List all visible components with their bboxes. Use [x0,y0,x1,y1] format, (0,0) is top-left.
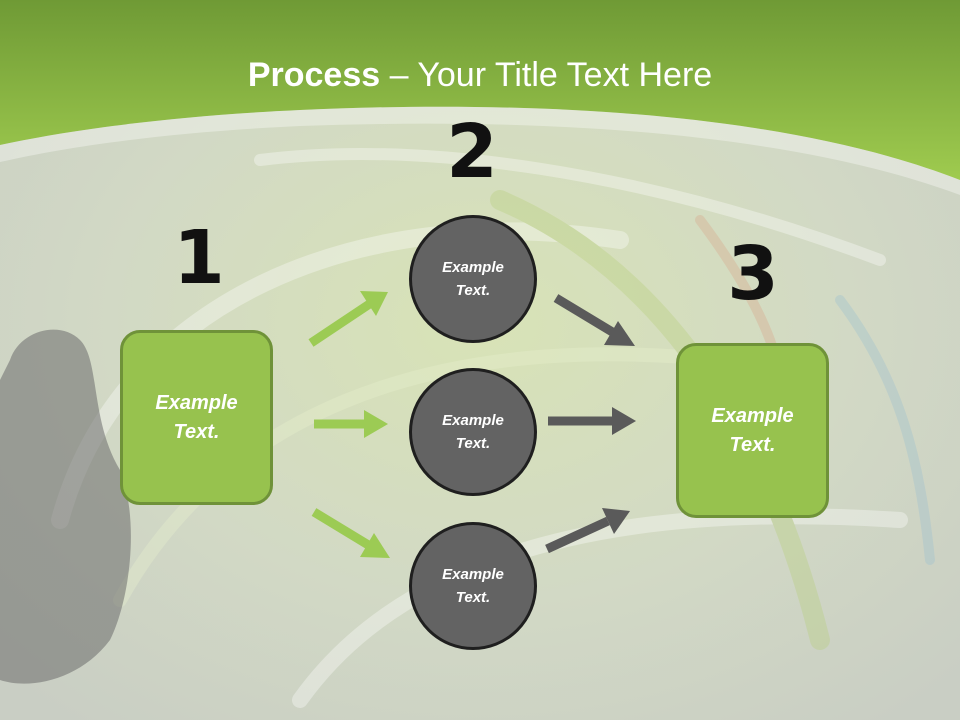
step-number-2: 2 [446,109,498,195]
step-1-box: Example Text. [120,330,273,505]
step-3-box: Example Text. [676,343,829,518]
step-2-circle-top: Example Text. [409,215,537,343]
slide-title: Process – Your Title Text Here [0,54,960,96]
step-2-middle-label: Example Text. [442,412,504,452]
step-1-label: Example Text. [155,391,238,443]
step-number-1: 1 [173,215,225,301]
step-3-label: Example Text. [711,404,794,456]
step-2-bottom-label: Example Text. [442,566,504,606]
step-2-circle-middle: Example Text. [409,368,537,496]
step-number-3: 3 [727,231,779,317]
step-2-circle-bottom: Example Text. [409,522,537,650]
step-2-top-label: Example Text. [442,259,504,299]
title-rest: – Your Title Text Here [380,56,713,94]
title-bold: Process [247,56,381,94]
